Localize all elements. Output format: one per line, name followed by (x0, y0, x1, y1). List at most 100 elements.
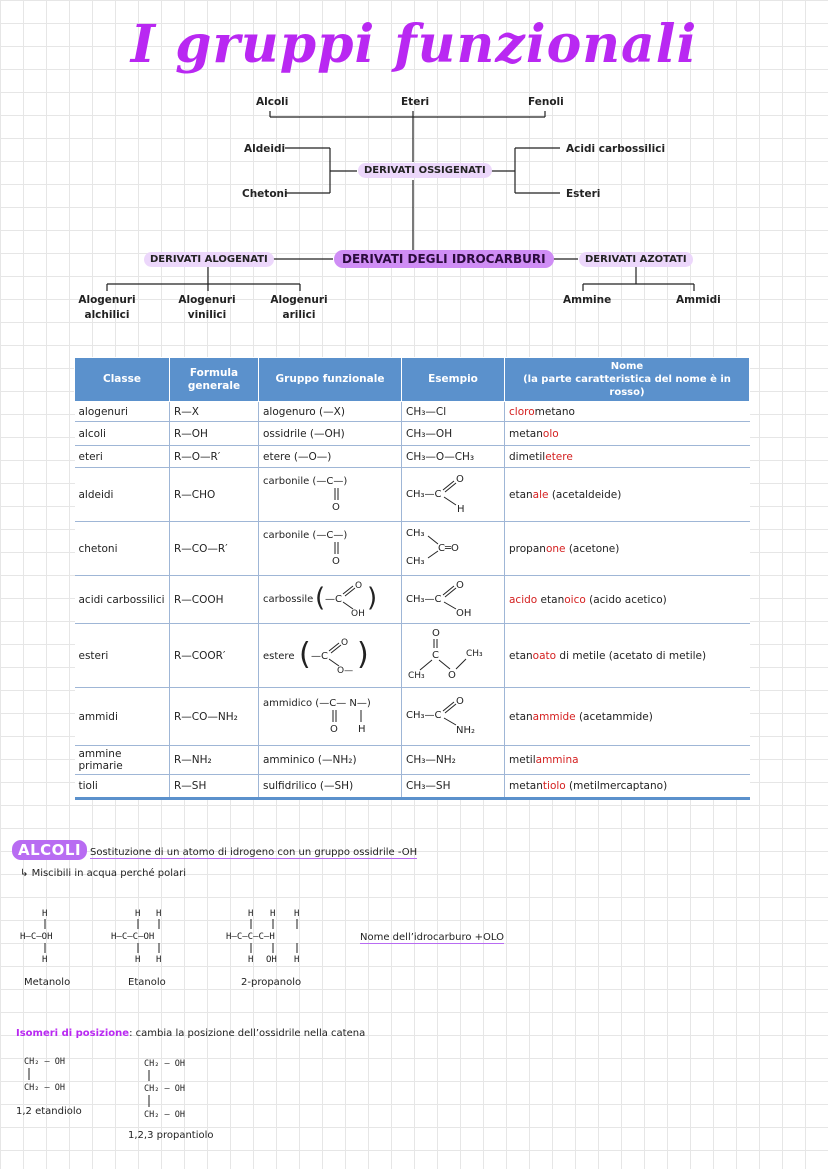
acetamide-structure: CH₃—C O NH₂ (406, 696, 475, 736)
cell-formula: R—NH₂ (169, 745, 259, 775)
svg-text:O: O (332, 556, 340, 567)
cell-gruppo: carbossile ( —C O OH ) (258, 575, 402, 624)
page-title: I gruppi funzionali (130, 14, 698, 75)
svg-text:CH₂ — OH: CH₂ — OH (144, 1110, 185, 1120)
cell-classe: tioli (74, 774, 170, 800)
node-fenoli: Fenoli (528, 96, 564, 108)
svg-text:H: H (135, 909, 140, 919)
svg-text:H: H (294, 955, 299, 965)
cell-esempio: CH₃—OH (401, 421, 505, 446)
alcoli-rule: Nome dell’idrocarburo +OLO (360, 932, 504, 944)
svg-text:O: O (456, 474, 464, 485)
svg-text:CH₂ — OH: CH₂ — OH (144, 1084, 185, 1094)
svg-text:CH₂ — OH: CH₂ — OH (24, 1057, 65, 1067)
table-row: ammidi R—CO—NH₂ ammidico (—C— N—) O H CH… (74, 687, 750, 746)
cell-classe: alogenuri (74, 401, 170, 422)
cell-esempio: CH₃—O—CH₃ (401, 445, 505, 468)
cell-nome: metanolo (504, 421, 750, 446)
molecule-metanolo: Metanolo (24, 977, 71, 988)
isomer-etandiolo: 1,2 etandiolo (16, 1106, 82, 1117)
cell-formula: R—COOR′ (169, 623, 259, 688)
carbonile-structure: carbonile (—C—) O (263, 530, 347, 567)
cell-classe: aldeidi (74, 467, 170, 522)
svg-text:OH: OH (266, 955, 277, 965)
methyl-acetate-structure: O C CH₃ O CH₃ (408, 628, 483, 681)
node-derivati-idrocarburi: DERIVATI DEGLI IDROCARBURI (334, 250, 554, 268)
cell-gruppo: carbonile (—C—) O (258, 467, 402, 522)
svg-text:H: H (156, 955, 161, 965)
cell-formula: R—OH (169, 421, 259, 446)
svg-text:CH₃: CH₃ (408, 671, 425, 681)
svg-text:O: O (456, 696, 464, 707)
cell-gruppo: etere (—O—) (258, 445, 402, 468)
cell-esempio: CH₃—C O OH (401, 575, 505, 624)
table-row: tioli R—SH sulfidrilico (—SH) CH₃—SH met… (74, 774, 750, 800)
cell-gruppo: ammidico (—C— N—) O H (258, 687, 402, 746)
svg-text:O: O (332, 502, 340, 513)
node-derivati-ossigenati: DERIVATI OSSIGENATI (358, 163, 492, 178)
svg-text:C═O: C═O (438, 543, 459, 554)
node-chetoni: Chetoni (242, 188, 288, 200)
svg-text:H: H (42, 909, 47, 919)
svg-text:CH₃: CH₃ (406, 528, 425, 539)
cell-esempio: CH₃—C O NH₂ (401, 687, 505, 746)
acetone-structure: CH₃ CH₃ C═O (406, 528, 459, 567)
cell-nome: propanone (acetone) (504, 521, 750, 576)
cell-nome: metilammina (504, 745, 750, 775)
cell-nome: etanoato di metile (acetato di metile) (504, 623, 750, 688)
node-ammidi: Ammidi (676, 294, 721, 306)
svg-text:H: H (457, 504, 465, 515)
svg-text:carbonile (—C—): carbonile (—C—) (263, 530, 347, 541)
svg-text:OH: OH (351, 609, 365, 618)
svg-text:H—C—C—C—H: H—C—C—C—H (226, 932, 275, 942)
node-eteri: Eteri (401, 96, 430, 108)
svg-text:carbonile (—C—): carbonile (—C—) (263, 476, 347, 487)
svg-text:NH₂: NH₂ (456, 725, 475, 736)
svg-text:OH: OH (456, 608, 471, 618)
svg-text:): ) (357, 637, 369, 672)
header-gruppo: Gruppo funzionale (258, 357, 402, 402)
svg-text:CH₃—C: CH₃—C (406, 594, 442, 605)
node-derivati-azotati: DERIVATI AZOTATI (579, 252, 693, 267)
svg-text:estere: estere (263, 651, 294, 662)
svg-text:(: ( (299, 637, 311, 672)
svg-text:): ) (367, 583, 377, 613)
alcoli-note: ↳ Miscibili in acqua perché polari (20, 868, 187, 879)
svg-text:CH₂ — OH: CH₂ — OH (24, 1083, 65, 1093)
table-row: chetoni R—CO—R′ carbonile (—C—) O CH₃ CH… (74, 521, 750, 576)
cell-formula: R—CHO (169, 467, 259, 522)
cell-esempio: CH₃—C O H (401, 467, 505, 522)
table-row: alogenuri R—X alogenuro (—X) CH₃—Cl clor… (74, 401, 750, 422)
cell-gruppo: ossidrile (—OH) (258, 421, 402, 446)
cell-nome: metantiolo (metilmercaptano) (504, 774, 750, 800)
table-row: acidi carbossilici R—COOH carbossile ( —… (74, 575, 750, 624)
svg-text:H: H (248, 955, 253, 965)
cell-gruppo: amminico (—NH₂) (258, 745, 402, 775)
cell-classe: chetoni (74, 521, 170, 576)
estere-structure: estere ( —C O O— ) (263, 637, 369, 676)
cell-classe: ammidi (74, 687, 170, 746)
cell-gruppo: carbonile (—C—) O (258, 521, 402, 576)
cell-nome: etanale (acetaldeide) (504, 467, 750, 522)
svg-text:O—: O— (337, 666, 353, 676)
svg-text:O: O (330, 724, 338, 735)
cell-nome: acido etanoico (acido acetico) (504, 575, 750, 624)
header-nome: Nome(la parte caratteristica del nome è … (504, 357, 750, 402)
cell-esempio: CH₃—Cl (401, 401, 505, 422)
table-row: ammine primarie R—NH₂ amminico (—NH₂) CH… (74, 745, 750, 775)
cell-gruppo: estere ( —C O O— ) (258, 623, 402, 688)
cell-gruppo: sulfidrilico (—SH) (258, 774, 402, 800)
cell-formula: R—CO—NH₂ (169, 687, 259, 746)
cell-formula: R—SH (169, 774, 259, 800)
svg-text:CH₃—C: CH₃—C (406, 710, 442, 721)
molecule-2-propanolo: 2-propanolo (241, 977, 302, 988)
svg-text:H: H (156, 909, 161, 919)
cell-esempio: O C CH₃ O CH₃ (401, 623, 505, 688)
svg-text:H—C—OH: H—C—OH (20, 932, 53, 942)
svg-text:H: H (135, 955, 140, 965)
svg-text:H: H (248, 909, 253, 919)
alcoli-heading: ALCOLI (12, 840, 88, 860)
table-row: alcoli R—OH ossidrile (—OH) CH₃—OH metan… (74, 421, 750, 446)
